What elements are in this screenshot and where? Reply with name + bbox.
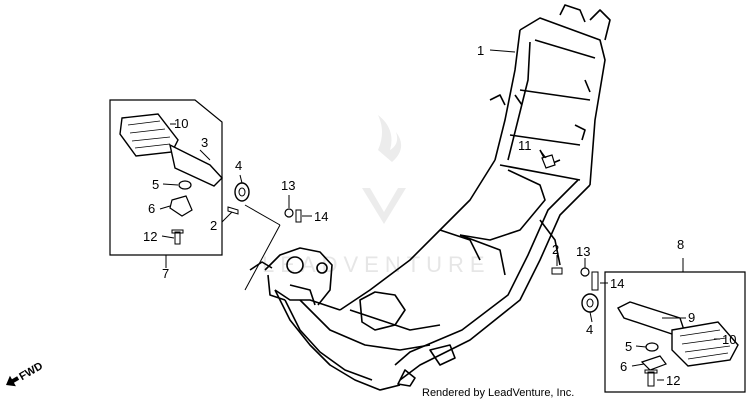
bolt-14-left [295,209,302,223]
callout-4-left: 4 [235,158,242,173]
callout-5-left: 5 [152,177,159,192]
bolt-12-left [171,229,184,245]
callout-9: 9 [688,310,695,325]
step-bar-left [169,143,223,187]
forward-arrow-icon [6,375,20,387]
callout-12-left: 12 [143,229,157,244]
watermark-text: LEADVENTURE [262,252,491,277]
callout-14-right: 14 [610,276,624,291]
right-step-group [604,258,746,393]
callout-13-right: 13 [576,244,590,259]
callout-1: 1 [477,43,484,58]
render-credit: Rendered by LeadVenture, Inc. [422,387,574,399]
callout-2-right: 2 [552,242,559,257]
step-rubber-left [119,113,179,157]
step-rubber-right [671,321,739,367]
nut-13-left [284,208,294,218]
callout-7: 7 [162,266,169,281]
callout-4-right: 4 [586,322,593,337]
callout-10-right: 10 [722,332,736,347]
left-step-group [109,99,223,268]
plate-6-left [169,195,193,217]
callout-14-left: 14 [314,209,328,224]
callout-10-left: 10 [174,116,188,131]
callout-12-right: 12 [666,373,680,388]
callout-6-right: 6 [620,359,627,374]
forward-label: FWD [17,360,45,383]
mount-hardware-right [551,255,608,323]
callout-labels: 1 3 10 4 5 6 2 12 7 13 14 11 2 13 14 4 8… [143,43,736,388]
callout-3: 3 [201,135,208,150]
callout-2-left: 2 [210,218,217,233]
forward-direction-indicator: FWD [6,360,45,387]
callout-8: 8 [677,237,684,252]
watermark: LEADVENTURE [262,115,491,277]
callout-5-right: 5 [625,339,632,354]
mount-hardware-left [221,174,312,291]
callout-13-left: 13 [281,178,295,193]
callout-6-left: 6 [148,201,155,216]
clip-11 [539,149,556,169]
callout-11: 11 [518,138,532,153]
washer-5-left [178,180,192,190]
frame-body [249,4,611,391]
